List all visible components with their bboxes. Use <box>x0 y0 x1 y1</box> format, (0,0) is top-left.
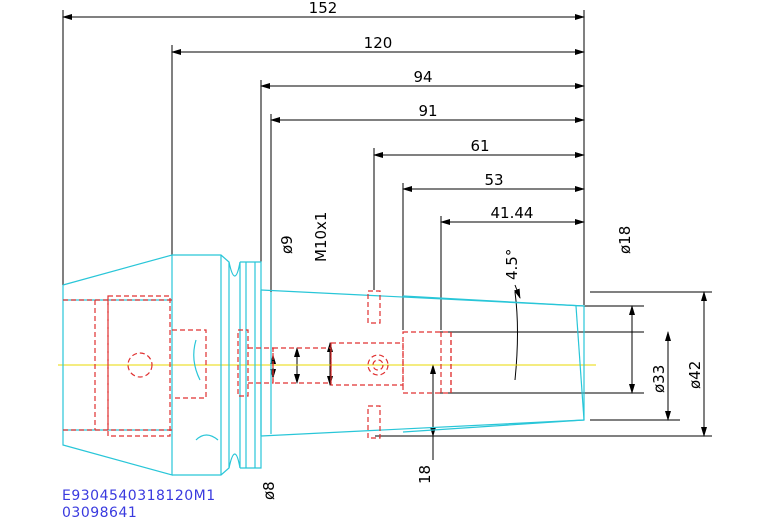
part-number: E9304540318120M1 <box>62 488 216 504</box>
tool-outline <box>62 254 585 476</box>
dim-angle: 4.5° <box>503 249 521 280</box>
dim-61: 61 <box>470 137 489 155</box>
part-code: 03098641 <box>62 505 137 521</box>
dim-dia42: ø42 <box>686 361 704 389</box>
dim-53: 53 <box>484 171 503 189</box>
dim-91: 91 <box>418 102 437 120</box>
dim-41-44: 41.44 <box>491 204 534 222</box>
dim-m10x1: M10x1 <box>312 212 330 262</box>
extension-lines <box>62 10 712 437</box>
dim-dia8: ø8 <box>260 481 278 500</box>
hidden-lines <box>63 290 452 439</box>
dim-120: 120 <box>364 34 393 52</box>
dim-152: 152 <box>309 0 338 17</box>
dim-dia9: ø9 <box>278 235 296 254</box>
dim-18: 18 <box>416 465 434 484</box>
dim-dia33: ø33 <box>650 365 668 393</box>
dim-dia18: ø18 <box>616 226 634 254</box>
dimension-lines <box>62 14 707 460</box>
dim-94: 94 <box>413 68 432 86</box>
